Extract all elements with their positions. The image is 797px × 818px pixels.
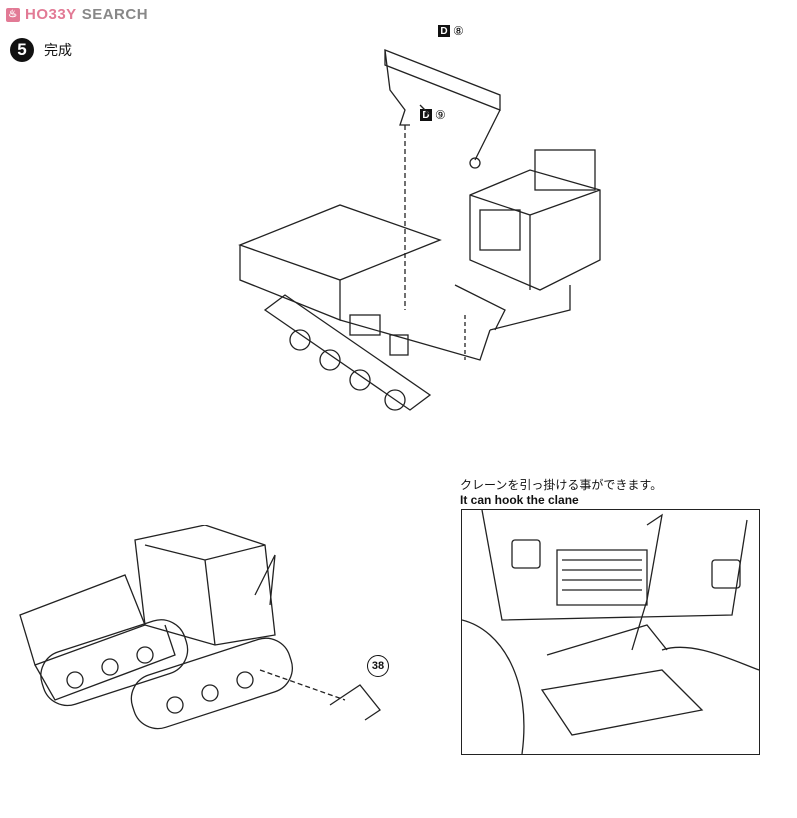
crane-hook-detail-view <box>461 509 760 755</box>
sprue-letter: D <box>438 25 450 37</box>
part-number-38: 38 <box>367 655 389 677</box>
note-japanese: クレーンを引っ掛ける事ができます。 <box>460 478 663 492</box>
step-number: 5 <box>10 38 34 62</box>
carrier-assembly-illustration <box>238 49 601 411</box>
hobby-search-watermark: ♨ HO33Y SEARCH <box>6 6 148 23</box>
part-label-d9: D ⑨ <box>420 108 446 122</box>
part-number: ⑨ <box>435 108 446 122</box>
brand-part1: HO33Y <box>25 6 77 23</box>
note-english: It can hook the clane <box>460 493 579 507</box>
brand-part2: SEARCH <box>81 6 149 23</box>
sprue-letter: D <box>420 109 432 121</box>
part-label-d8: D ⑧ <box>438 24 464 38</box>
hook-note: クレーンを引っ掛ける事ができます。 It can hook the clane <box>460 478 662 508</box>
hook-detail-illustration <box>462 510 759 754</box>
completed-carrier-illustration <box>19 525 381 730</box>
step-heading: 5 完成 <box>10 38 72 62</box>
part-number: ⑧ <box>453 24 464 38</box>
hobby-search-logo-icon: ♨ <box>6 7 20 22</box>
step-title: 完成 <box>44 43 72 59</box>
